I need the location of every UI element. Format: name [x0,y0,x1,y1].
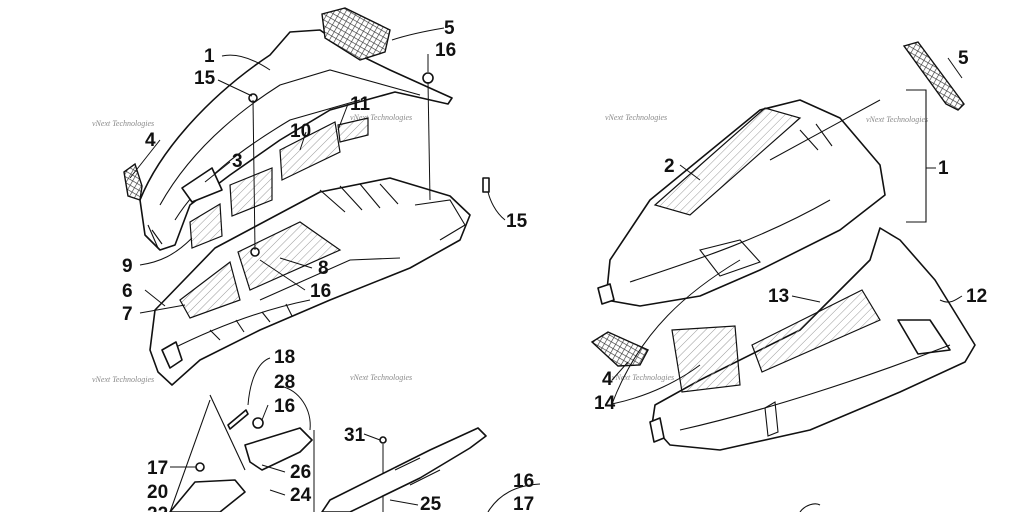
callout-16: 16 [274,396,295,417]
part-panel-11b [337,117,369,143]
callout-4: 4 [602,369,613,390]
part-panel-9-insert [189,202,223,249]
callout-15: 15 [506,211,528,232]
callout-20: 20 [147,482,168,503]
callout-2: 2 [664,156,675,177]
part-hood-lower [149,177,471,386]
spring-18 [227,409,249,430]
callout-6: 6 [122,281,133,302]
callout-12: 12 [966,286,987,307]
callout-4: 4 [145,130,156,151]
callout-3: 3 [232,151,243,172]
fastener-15-right [482,177,490,193]
watermark-text: vNext Technologies [866,115,928,124]
callout-17: 17 [147,458,168,479]
callout-9: 9 [122,256,133,277]
fastener-17 [195,462,205,472]
callout-15: 15 [194,68,216,89]
callout-8: 8 [318,258,329,279]
part-vent-4-right [590,331,649,367]
part-vent-5-left [321,7,391,61]
part-side-panel-lower [649,227,976,451]
callout-1: 1 [938,158,949,179]
watermark-text: vNext Technologies [612,373,674,382]
callout-16: 16 [310,281,331,302]
callout-13: 13 [768,286,789,307]
part-hood-upper [139,29,453,251]
leader-lines [129,27,963,506]
callout-22: 22 [147,504,168,512]
callout-31: 31 [344,425,366,446]
callout-25: 25 [420,494,442,512]
part-bracket-20 [169,479,246,512]
alignment-line [252,99,256,251]
callout-17: 17 [513,494,534,512]
callout-28: 28 [274,372,295,393]
callout-5: 5 [958,48,969,69]
callout-24: 24 [290,485,312,506]
callout-16: 16 [435,40,456,61]
callout-1: 1 [204,46,215,67]
callout-11: 11 [350,94,371,115]
callout-5: 5 [444,18,455,39]
part-vent-4-left [123,162,143,201]
part-side-panel-upper [597,99,886,307]
callout-16: 16 [513,471,534,492]
part-panel-10 [229,167,273,217]
alignment-line [427,81,431,201]
callout-14: 14 [594,393,616,414]
watermark-text: vNext Technologies [350,113,412,122]
callout-7: 7 [122,304,133,325]
watermark-text: vNext Technologies [92,375,154,384]
callout-18: 18 [274,347,295,368]
watermark-text: vNext Technologies [350,373,412,382]
part-support-rail [321,427,487,512]
part-panel-14 [671,325,741,393]
watermark-text: vNext Technologies [92,119,154,128]
fastener-31 [379,436,387,444]
bracket-line-1 [906,89,927,223]
fastener-16-lower [252,417,264,429]
part-panel-11 [279,121,341,181]
callout-26: 26 [290,462,311,483]
fastener-16-top [422,72,434,84]
watermark-text: vNext Technologies [605,113,667,122]
part-bracket-28 [244,427,313,471]
part-vent-5-right [902,41,965,111]
callout-10: 10 [290,121,311,142]
